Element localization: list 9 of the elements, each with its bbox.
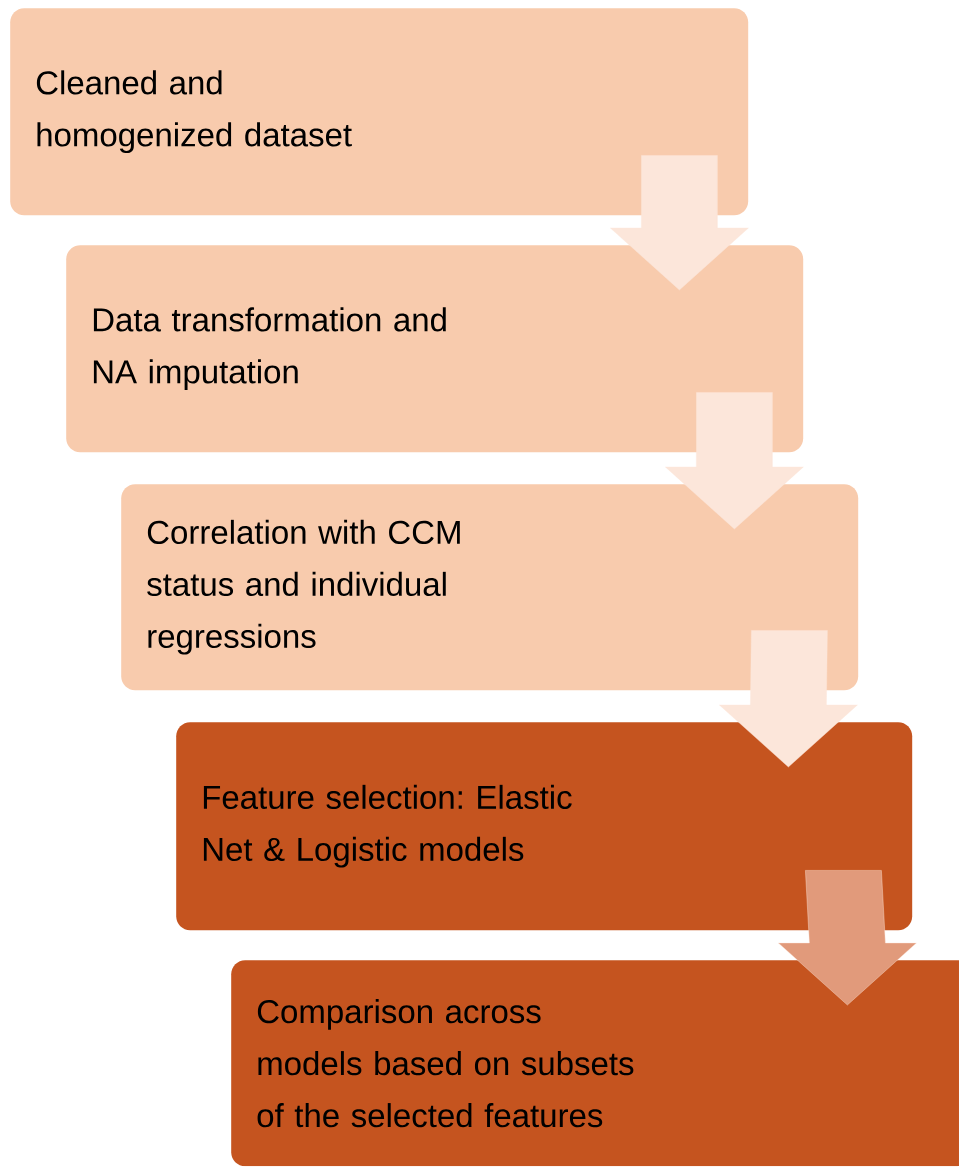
arrow xyxy=(778,870,917,1006)
process-box: Cleaned and homogenized dataset xyxy=(10,8,749,216)
arrow xyxy=(610,155,749,291)
arrow xyxy=(719,630,858,768)
arrow xyxy=(665,392,804,530)
process-box: Feature selection: Elastic Net & Logistic models xyxy=(176,722,913,931)
process-box: Correlation with CCM status and individual regressions xyxy=(121,484,859,691)
process-box: Comparison across models based on subsets of the selected features xyxy=(231,960,959,1167)
process-box: Data transformation and NA imputation xyxy=(66,245,804,453)
